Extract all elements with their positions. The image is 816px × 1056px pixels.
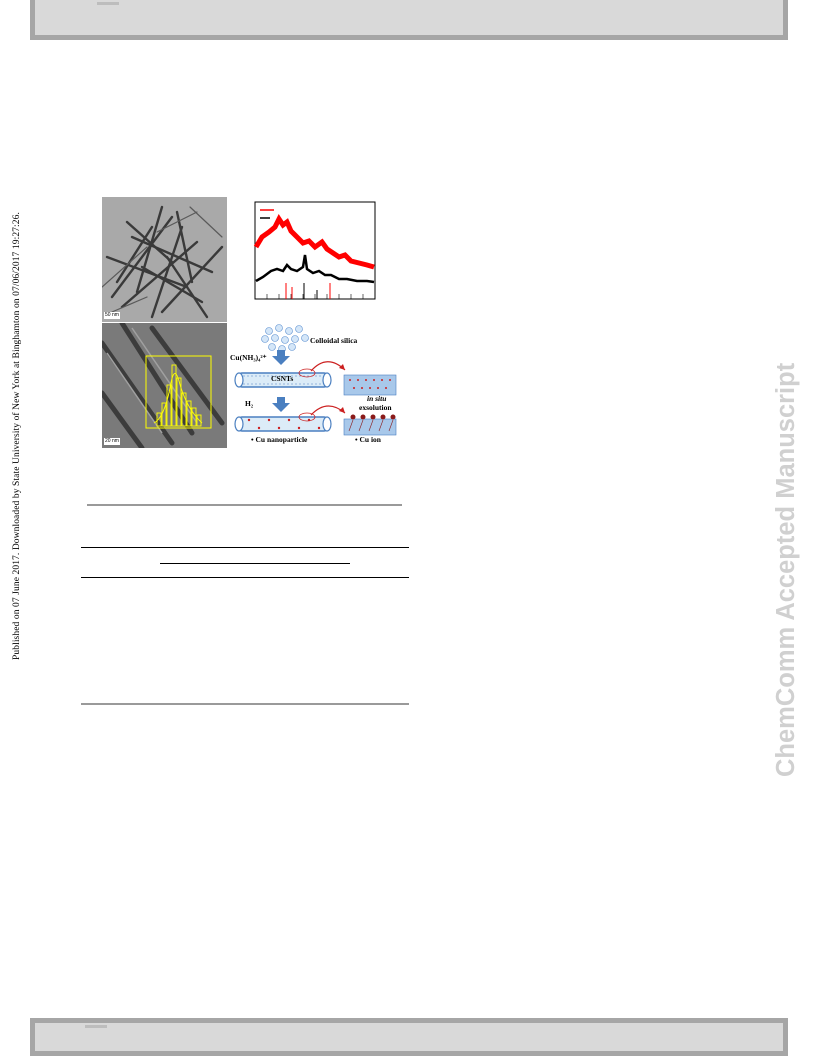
label-colloidal-silica: Colloidal silica (310, 336, 358, 345)
label-cu-nanoparticle: • Cu nanoparticle (251, 435, 308, 444)
top-header-bar (30, 0, 788, 40)
accepted-manuscript-watermark: ChemComm Accepted Manuscript (772, 362, 800, 777)
caption-rule (87, 504, 402, 506)
label-exsolution: exsolution (359, 403, 392, 412)
tem-image-cu-csnts: 20 nm (102, 323, 227, 448)
tem-image-c-graphic (102, 323, 227, 448)
xrd-plot-graphic (253, 201, 376, 300)
table-header-rule (81, 577, 409, 578)
tem-image-csnts: 50 nm (102, 197, 227, 322)
xrd-pattern-panel (227, 197, 384, 322)
tube-cu-nanoparticles (234, 416, 332, 432)
synthesis-schematic: Colloidal silica Cu(NH₃)₄²⁺ CSNTs in sit… (227, 323, 402, 448)
tem-image-a-graphic (102, 197, 227, 322)
label-cu-complex: Cu(NH₃)₄²⁺ (230, 353, 267, 362)
scale-bar-a: 50 nm (104, 312, 120, 319)
label-csnts: CSNTs (271, 374, 294, 383)
publication-note: Published on 07 June 2017. Downloaded by… (12, 212, 22, 660)
table-sub-rule (160, 563, 350, 564)
table-bottom-rule (81, 703, 409, 705)
bottom-footer-bar (30, 1018, 788, 1056)
label-cu-ion: • Cu ion (355, 435, 381, 444)
schematic-graphic (234, 324, 397, 436)
scale-bar-c: 20 nm (104, 438, 120, 445)
label-in-situ: in situ (367, 394, 387, 403)
table-top-rule (81, 547, 409, 548)
label-h2: H₂ (245, 399, 254, 408)
